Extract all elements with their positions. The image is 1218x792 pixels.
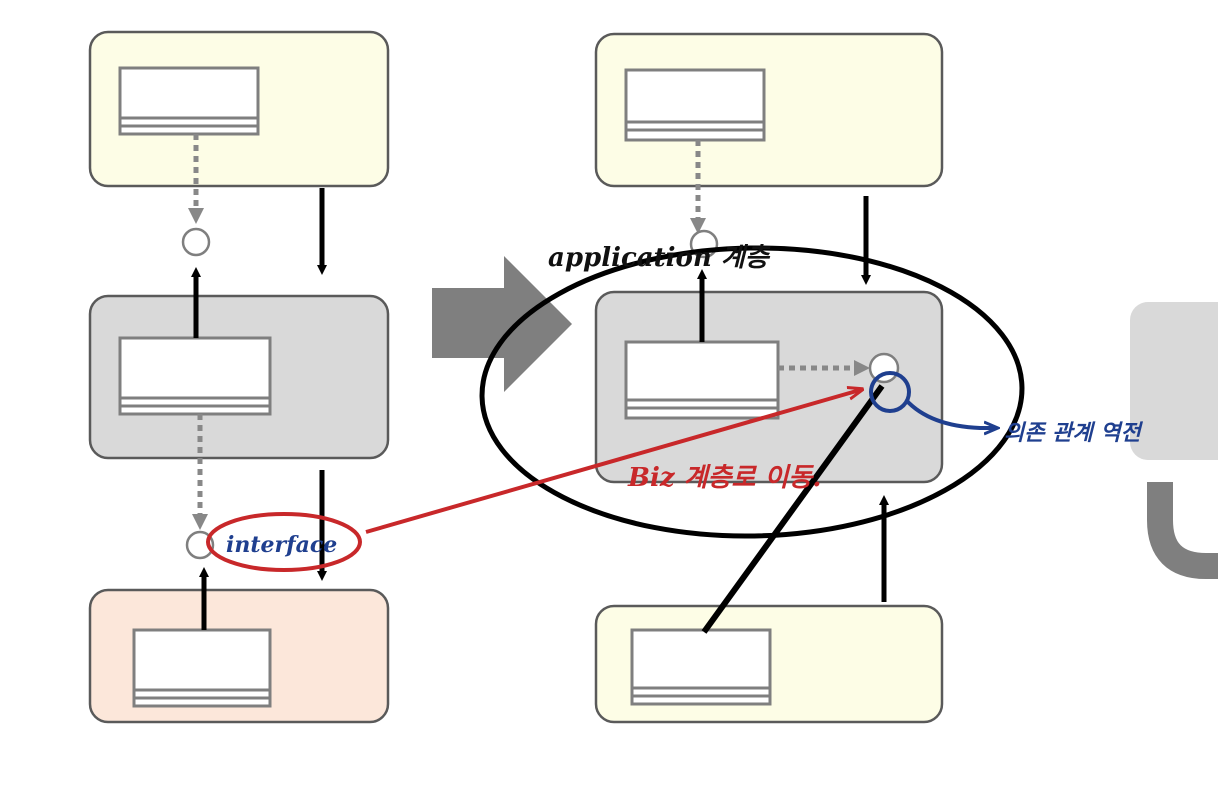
left-top-class-icon [118,66,260,136]
right-middle-interface-circle [868,352,900,384]
dependency-blue-circle [869,371,911,413]
biz-layer-label: Biz 계층로 이동. [627,463,821,493]
transform-big-arrow [432,256,572,392]
right-top-class-icon [624,68,766,142]
application-layer-label: application 계층 [548,243,771,273]
move-to-biz-arrow [365,390,860,534]
partial-next-diagram [1130,302,1218,579]
annotations: application 계층 interface Biz 계층로 이동. 의존 … [206,243,1144,572]
dependency-blue-arrow [904,398,996,428]
left-bottom-class-icon [132,628,272,708]
right-diagonal-dependency-line [701,384,885,634]
interface-red-ellipse [206,512,362,572]
right-bottom-class-icon [630,628,772,706]
partial-gray-box [1130,302,1218,460]
interface-label: interface [226,532,337,558]
right-column [594,32,944,724]
application-layer-ellipse [479,245,1025,539]
left-top-interface-circle [181,227,211,257]
left-column [88,30,390,724]
right-middle-class-icon [624,340,780,420]
dependency-inversion-label: 의존 관계 역전 [1004,420,1144,446]
left-middle-class-icon [118,336,272,416]
partial-gray-arrow [1147,482,1218,579]
